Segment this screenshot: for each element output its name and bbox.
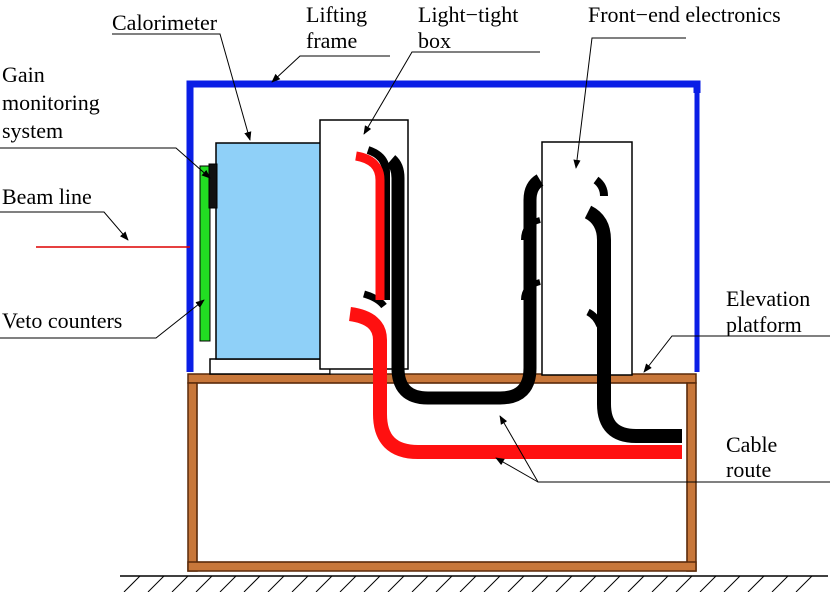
platform-bottom [187,561,697,572]
veto-counters [199,165,211,342]
hatch-line [435,575,453,592]
cable-bundle [348,146,682,459]
hatch-line [507,575,525,592]
label-light-tight-1: Light−tight [418,2,518,27]
hatch-line [579,575,597,592]
hatch-line [771,575,789,592]
gain-monitoring-leader [0,147,211,179]
platform-right-leg [686,382,697,572]
hatch-line [147,575,165,592]
elevation-platform [187,373,697,572]
black-cable-right [593,176,608,197]
hatch-line [411,575,429,592]
hatch-line [627,575,645,592]
hatch-line [747,575,765,592]
black-cable-right-mid [584,205,682,443]
lifting-frame [186,80,701,372]
front-end-electronics [541,141,633,376]
hatch-line [555,575,573,592]
label-cable-2: route [726,457,771,482]
red-cable-upper [355,151,385,300]
hatch-line [675,575,693,592]
label-lifting-frame-2: frame [306,28,357,53]
label-elevation-2: platform [726,312,802,337]
platform-left-leg [187,382,198,572]
calorimeter-leader [112,33,252,141]
black-cable-inner [366,146,390,300]
black-cable-loop-upper [521,217,541,241]
hatch-line [267,575,285,592]
black-cable-right-low [586,308,604,328]
black-cable-main [386,155,544,405]
gain-monitoring-system [208,163,218,209]
hatch-line [315,575,333,592]
red-cable-lower [348,307,682,459]
elevation-platform-leader [643,335,830,373]
calorimeter [215,142,327,360]
front-end-leader [573,37,686,169]
label-gain-1: Gain [2,62,45,87]
label-lifting-frame-1: Lifting [306,2,367,27]
label-elevation-1: Elevation [726,286,810,311]
hatch-line [291,575,309,592]
hatch-line [603,575,621,592]
hatch-line [723,575,741,592]
calorimeter-base [209,358,331,375]
label-cable-1: Cable [726,432,777,457]
hatch-line [651,575,669,592]
hatch-line [363,575,381,592]
label-calorimeter: Calorimeter [112,10,218,35]
beam-line-leader [0,211,129,241]
hatch-line [699,575,717,592]
black-cable-loop-lower [521,279,541,301]
label-light-tight-2: box [418,28,451,53]
hatch-line [459,575,477,592]
hatch-line [795,575,813,592]
ground [120,575,828,592]
hatch-line [483,575,501,592]
hatch-line [171,575,189,592]
hatch-line [195,575,213,592]
label-gain-3: system [2,118,63,143]
hatch-line [243,575,261,592]
hatch-line [339,575,357,592]
light-tight-box-leader [363,51,540,135]
lifting-frame-leader [271,55,390,83]
veto-counters-leader [0,299,205,339]
hatch-line [387,575,405,592]
label-veto-counters: Veto counters [2,308,122,333]
hatch-line [219,575,237,592]
hatch-line [123,575,141,592]
label-gain-2: monitoring [2,90,100,115]
ground-hatching [123,575,813,592]
label-front-end: Front−end electronics [588,2,781,27]
text-labels: Calorimeter Lifting frame Light−tight bo… [2,2,810,482]
hatch-line [531,575,549,592]
label-beam-line: Beam line [2,184,92,209]
cable-route-leader-red [495,457,539,483]
platform-inner [196,382,688,563]
annotation-leaders [0,33,830,483]
